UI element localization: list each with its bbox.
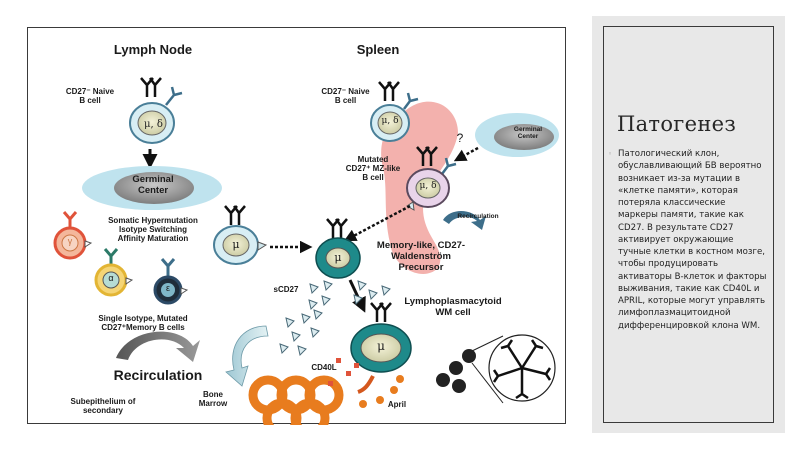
igg-nucleus-label: γ bbox=[67, 236, 73, 246]
memory-cells-label: Single Isotype, Mutated CD27⁺Memory B ce… bbox=[98, 314, 188, 333]
cd40l-molecules bbox=[328, 358, 359, 386]
arrow-to-lpl bbox=[348, 279, 366, 313]
recirculation-small-label: Recirculation bbox=[457, 213, 499, 220]
spleen-title: Spleen bbox=[356, 42, 400, 57]
cd40l-arrow bbox=[357, 375, 375, 394]
ln-naive-b-cell bbox=[129, 77, 183, 144]
iga-nucleus-label: α bbox=[108, 273, 114, 283]
precursor-nucleus-label: μ bbox=[334, 251, 342, 264]
april-label: April bbox=[387, 400, 407, 409]
ige-memory-cell bbox=[153, 258, 189, 305]
bone-marrow-label: Bone Marrow bbox=[198, 390, 228, 409]
text-panel-border bbox=[603, 26, 774, 423]
wm-precursor-cell bbox=[315, 218, 361, 279]
april-molecules bbox=[359, 375, 404, 408]
zoom-line-top bbox=[471, 335, 504, 352]
diagram-graphics: μ, δ bbox=[53, 77, 559, 425]
pathogenesis-figure: μ, δ bbox=[27, 27, 566, 425]
precursor-label: Memory-like, CD27- Waldenström Precursor bbox=[376, 240, 466, 273]
ln-naive-label: CD27⁻ Naive B cell bbox=[65, 87, 115, 106]
scd27-molecules bbox=[279, 280, 391, 356]
spleen-naive-b-cell bbox=[370, 81, 419, 142]
ige-nucleus-label: ε bbox=[165, 283, 170, 293]
ln-germinal-core bbox=[114, 172, 194, 204]
bullet-marker: ◦ bbox=[608, 150, 613, 158]
mz-like-b-cell bbox=[406, 146, 457, 211]
recirculation-arrow-bone-marrow bbox=[225, 325, 269, 387]
ln-processes-label: Somatic Hypermutation Isotype Switching … bbox=[108, 216, 198, 244]
recirculation-arrow-large bbox=[116, 331, 200, 362]
spleen-germinal-core bbox=[494, 124, 554, 150]
bullet-paragraph: ◦ Патологический клон, обуславливающий Б… bbox=[608, 148, 768, 332]
mast-cells bbox=[248, 375, 344, 425]
igm-pentamer-arms bbox=[492, 339, 552, 400]
slide-title: Патогенез bbox=[617, 112, 737, 136]
ln-naive-nucleus-label: μ, δ bbox=[144, 119, 163, 130]
zoom-line-bottom bbox=[471, 362, 504, 404]
scd27-label: sCD27 bbox=[273, 285, 299, 294]
mz-nucleus-label: μ, δ bbox=[419, 181, 437, 191]
dotted-arrow-from-germinal bbox=[453, 146, 479, 162]
lymph-node-title: Lymph Node bbox=[113, 42, 193, 57]
mid-naive-b-cell bbox=[213, 205, 268, 265]
lpl-wm-cell bbox=[350, 302, 412, 373]
igg-memory-cell bbox=[53, 211, 93, 260]
spleen-naive-label: CD27⁻ Naive B cell bbox=[321, 87, 370, 106]
mid-naive-nucleus-label: μ bbox=[232, 238, 240, 251]
ln-germinal-label: Germinal Center bbox=[132, 174, 174, 196]
question-mark: ? bbox=[456, 131, 464, 145]
bullet-text: Патологический клон, обуславливающий БВ … bbox=[618, 149, 767, 331]
mz-like-label: Mutated CD27⁺ MZ-like B cell bbox=[345, 155, 401, 183]
recirculation-label: Recirculation bbox=[113, 367, 203, 383]
spleen-germinal-label: Germinal Center bbox=[513, 126, 543, 141]
cd40l-label: CD40L bbox=[311, 363, 337, 372]
lpl-nucleus-label: μ bbox=[377, 339, 385, 353]
spleen-naive-nucleus-label: μ, δ bbox=[381, 116, 399, 126]
igm-pentamers bbox=[436, 349, 476, 393]
text-panel: Патогенез ◦ Патологический клон, обуслав… bbox=[592, 16, 785, 433]
subepithelium-label: Subepithelium of secondary bbox=[70, 397, 136, 416]
lpl-label: Lymphoplasmacytoid WM cell bbox=[404, 296, 502, 318]
iga-memory-cell bbox=[94, 248, 134, 297]
dotted-arrow-mz-to-precursor bbox=[343, 204, 411, 242]
recirculation-arrow-small bbox=[443, 211, 486, 230]
